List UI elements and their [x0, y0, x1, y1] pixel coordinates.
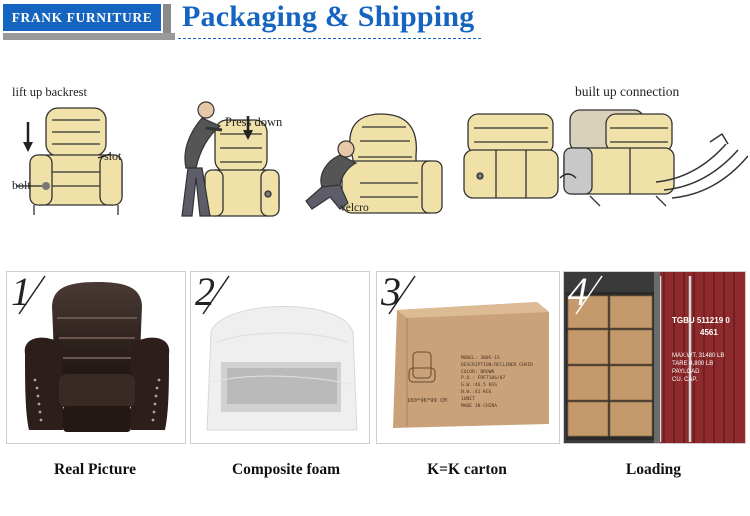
- caption-loading: Loading: [625, 461, 682, 478]
- caption-composite-foam: Composite foam: [231, 461, 341, 478]
- step-number: 1: [11, 271, 31, 314]
- payload-label: PAYLOAD: [672, 369, 700, 375]
- assembly-illustration-press: [181, 101, 280, 217]
- carton-unit: 1UNIT: [461, 396, 475, 402]
- container-code: 4561: [700, 328, 718, 337]
- step-frame-carton: MODEL: 3805-1S DESCRIPTION:RECLINER CHAI…: [376, 271, 560, 444]
- step-slash-mark: [18, 275, 46, 315]
- brand-underline-decor: [3, 33, 175, 40]
- tare-value: 4,800 LB: [689, 361, 714, 367]
- connection-label: built up connection: [575, 84, 680, 99]
- assembly-illustration-lift: [16, 107, 123, 215]
- assembly-illustration-connection: [463, 109, 748, 207]
- cu-cap-label: CU. CAP.: [672, 377, 698, 383]
- max-wt-label: MAX.WT.: [672, 353, 697, 359]
- step-number: 2: [195, 271, 215, 314]
- carton-po: P.O.: FRF7106/07: [461, 376, 506, 382]
- container-loading-photo: [564, 272, 745, 443]
- foam-wrapped-chair-photo: [206, 306, 358, 431]
- step-slash-mark: [202, 275, 230, 315]
- carton-description: DESCRIPTION:RECLINER CHAIR: [461, 362, 533, 368]
- step-slash-mark: [388, 275, 416, 315]
- tare-label: TARE: [672, 361, 688, 367]
- carton-box-photo: [393, 302, 549, 428]
- recliner-photo: [24, 282, 170, 432]
- step-frame-loading: TGBU 511219 0 4561 MAX.WT. 31480 LB TARE…: [563, 271, 746, 444]
- container-id: TGBU 511219 0: [672, 316, 730, 325]
- carton-nw: N.W.:41 KGS: [461, 389, 492, 395]
- velcro-label: velcro: [340, 202, 369, 214]
- carton-gw: G.W.:46.5 KGS: [461, 383, 497, 389]
- lift-backrest-label: lift up backrest: [12, 85, 87, 99]
- title-underline: [178, 38, 481, 39]
- bolt-label: bolt: [12, 178, 31, 192]
- carton-model: MODEL: 3805-1S: [461, 356, 500, 361]
- slot-label: slot: [104, 149, 122, 163]
- carton-color: COLOR: BROWN: [461, 369, 495, 375]
- container-specs: MAX.WT. 31480 LB TARE 4,800 LB PAYLOAD C…: [672, 352, 724, 384]
- press-down-label: Press down: [225, 115, 283, 129]
- carton-label: MODEL: 3805-1S DESCRIPTION:RECLINER CHAI…: [461, 356, 533, 410]
- carton-size: 100*96*99 CM: [407, 398, 447, 404]
- caption-carton: K=K carton: [427, 461, 507, 478]
- max-wt-value: 31480 LB: [698, 353, 725, 359]
- carton-made: MADE IN CHINA: [461, 403, 497, 409]
- caption-real-picture: Real Picture: [54, 461, 136, 478]
- step-frame-real-picture: 1: [6, 271, 186, 444]
- step-frame-composite-foam: 2: [190, 271, 370, 444]
- step-slash-mark: [575, 275, 603, 315]
- assembly-illustration-velcro: [305, 113, 443, 214]
- brand-bar-decor: [163, 4, 171, 40]
- page-title: Packaging & Shipping: [182, 0, 475, 33]
- step-number: 4: [568, 271, 588, 314]
- step-number: 3: [381, 271, 401, 314]
- brand-badge: FRANK FURNITURE: [3, 4, 161, 31]
